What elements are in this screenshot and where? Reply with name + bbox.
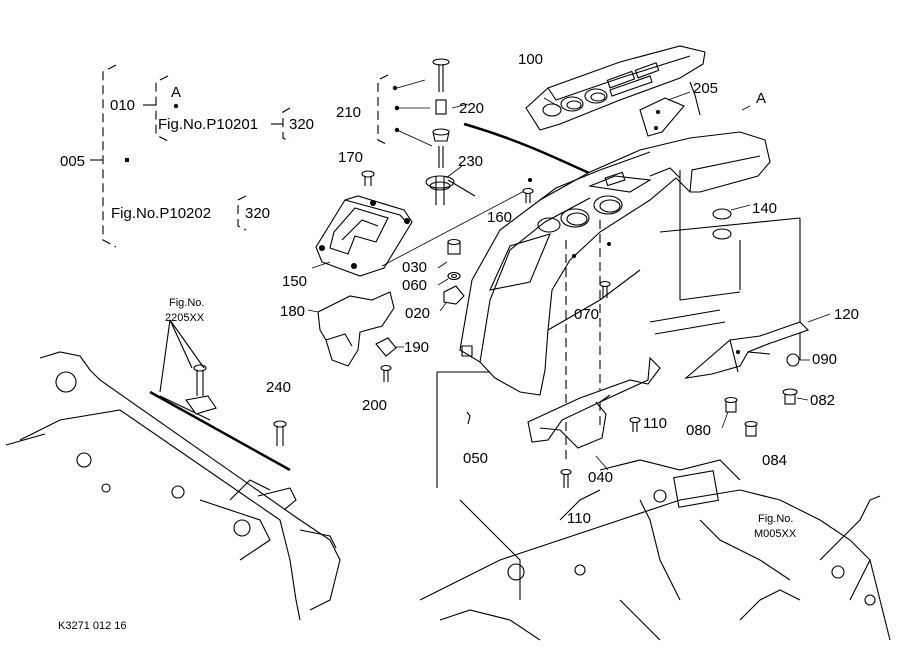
label-110-upper: 110	[643, 415, 667, 432]
label-170: 170	[338, 149, 363, 166]
label-060: 060	[402, 277, 427, 294]
label-320-lower: 320	[245, 205, 270, 222]
cover-150	[311, 187, 531, 277]
label-020: 020	[405, 305, 430, 322]
label-230: 230	[458, 153, 483, 170]
label-320-upper: 320	[289, 116, 314, 133]
label-110-lower: 110	[567, 510, 591, 527]
bracket-180	[307, 291, 395, 367]
label-240: 240	[266, 379, 291, 396]
label-010: 010	[110, 97, 135, 114]
label-200: 200	[362, 397, 387, 414]
lower-right-machinery	[419, 459, 891, 641]
label-a-right: A	[756, 90, 766, 107]
label-084: 084	[762, 452, 787, 469]
label-090: 090	[812, 351, 837, 368]
fasteners-030-060-020	[437, 238, 465, 312]
label-a-left: A	[171, 84, 181, 101]
label-205: 205	[693, 80, 718, 97]
label-210: 210	[336, 104, 361, 121]
label-080: 080	[686, 422, 711, 439]
label-fig-p10201: Fig.No.P10201	[158, 116, 258, 133]
label-fig-p10202: Fig.No.P10202	[111, 205, 211, 222]
label-fig-2205-line2: 2205XX	[165, 312, 205, 324]
drawing-code: K3271 012 16	[58, 620, 127, 632]
screw-160	[522, 187, 534, 203]
label-030: 030	[402, 259, 427, 276]
label-190: 190	[404, 339, 429, 356]
label-180: 180	[280, 303, 305, 320]
tractor-frame	[5, 351, 341, 621]
label-082: 082	[810, 392, 835, 409]
bracket-120	[684, 313, 831, 379]
screws-110	[560, 416, 641, 488]
dash-panel-body	[459, 131, 771, 396]
bolt-240	[273, 420, 287, 446]
guide-lines	[436, 170, 801, 488]
label-140: 140	[752, 200, 777, 217]
screw-170	[361, 170, 375, 186]
fasteners-090-082-084-080	[721, 353, 810, 437]
clip-190	[375, 337, 404, 357]
cable-line	[463, 122, 601, 180]
label-100: 100	[518, 51, 543, 68]
hierarchy-brackets	[90, 64, 433, 248]
label-160: 160	[487, 209, 512, 226]
plugs-140	[712, 204, 751, 240]
bracket-040	[527, 356, 661, 471]
label-040: 040	[588, 469, 613, 486]
plate-205	[639, 91, 751, 137]
part-labels: 005 010 A Fig.No.P10201 320 Fig.No.P1020…	[58, 51, 859, 632]
instrument-panel-100	[525, 45, 706, 131]
bolt-2205	[159, 319, 217, 415]
label-005: 005	[60, 153, 85, 170]
pin-050	[466, 411, 471, 425]
label-220: 220	[459, 100, 484, 117]
label-fig-2205-line1: Fig.No.	[169, 297, 204, 309]
label-fig-m005-line2: M005XX	[754, 528, 797, 540]
label-150: 150	[282, 273, 307, 290]
screw-200	[380, 364, 392, 382]
label-fig-m005-line1: Fig.No.	[758, 513, 793, 525]
label-070: 070	[574, 306, 599, 323]
label-050: 050	[463, 450, 488, 467]
screw-070	[599, 280, 611, 298]
lever-assembly-210	[425, 58, 476, 205]
label-120: 120	[834, 306, 859, 323]
